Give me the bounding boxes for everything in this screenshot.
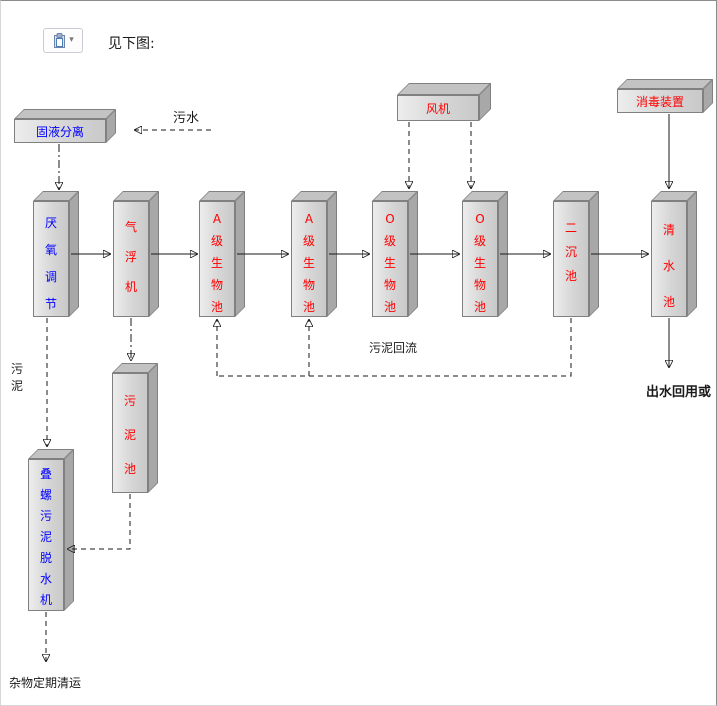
box-front-face: 风机 <box>397 95 479 121</box>
box-front-face: A级生物池 <box>199 201 235 317</box>
box-fan: 风机 <box>397 83 491 121</box>
process-box-air-flotation: 气浮机 <box>113 191 159 317</box>
box-front-face: O级生物池 <box>372 201 408 317</box>
box-label: 风机 <box>425 101 450 116</box>
box-label: 二沉池 <box>564 221 577 283</box>
process-box-a-bio-pool-1: A级生物池 <box>199 191 245 317</box>
process-box-anaerobic-regulation: 厌氧调节 <box>33 191 79 317</box>
chevron-down-icon[interactable]: ▾ <box>69 35 74 45</box>
process-box-o-bio-pool-2: O级生物池 <box>462 191 508 317</box>
box-label: A级生物池 <box>210 212 223 314</box>
process-box-a-bio-pool-2: A级生物池 <box>291 191 337 317</box>
box-front-face: 清水池 <box>651 201 687 317</box>
box-top-face <box>617 79 713 89</box>
process-box-o-bio-pool-1: O级生物池 <box>372 191 418 317</box>
box-label: 厌氧调节 <box>44 216 57 311</box>
arrow-sludge-tank-to-dewatering <box>68 494 131 549</box>
box-sludge-tank: 污泥池 <box>112 363 158 493</box>
box-front-face: 污泥池 <box>112 373 148 493</box>
clipboard-icon <box>52 32 67 49</box>
box-screw-sludge-dewatering: 叠螺污泥脱水机 <box>28 449 74 611</box>
box-side-face <box>148 363 158 493</box>
process-box-secondary-sedimentation: 二沉池 <box>553 191 599 317</box>
box-front-face: 气浮机 <box>113 201 149 317</box>
box-front-face: 二沉池 <box>553 201 589 317</box>
box-front-face: 厌氧调节 <box>33 201 69 317</box>
box-side-face <box>64 449 74 611</box>
box-label: A级生物池 <box>302 212 315 314</box>
box-side-face <box>589 191 599 317</box>
box-front-face: A级生物池 <box>291 201 327 317</box>
box-label: 气浮机 <box>124 220 137 294</box>
box-label: 叠螺污泥脱水机 <box>39 467 52 607</box>
box-disinfection-device: 消毒装置 <box>617 79 713 113</box>
box-front-face: O级生物池 <box>462 201 498 317</box>
process-box-clear-water: 清水池 <box>651 191 697 317</box>
box-label: O级生物池 <box>473 212 486 314</box>
box-label: 污泥池 <box>123 394 136 476</box>
box-side-face <box>687 191 697 317</box>
box-side-face <box>327 191 337 317</box>
sludge-label: 污泥 <box>11 362 24 393</box>
box-side-face <box>408 191 418 317</box>
box-side-face <box>149 191 159 317</box>
box-top-face <box>397 83 491 95</box>
box-side-face <box>69 191 79 317</box>
box-side-face <box>235 191 245 317</box>
influent-label: 污水 <box>173 111 200 126</box>
effluent-reuse-label: 出水回用或 <box>646 385 712 400</box>
box-top-face <box>14 109 116 119</box>
box-front-face: 消毒装置 <box>617 89 703 113</box>
box-label: O级生物池 <box>383 212 396 314</box>
debris-removal-label: 杂物定期清运 <box>9 676 82 690</box>
box-side-face <box>498 191 508 317</box>
sludge-return-label: 污泥回流 <box>369 341 418 355</box>
caption: 见下图: <box>108 36 155 52</box>
box-label: 消毒装置 <box>635 94 684 109</box>
box-label: 清水池 <box>662 223 675 309</box>
box-label: 固液分离 <box>35 124 84 139</box>
box-front-face: 叠螺污泥脱水机 <box>28 459 64 611</box>
box-solid-liquid-separator: 固液分离 <box>14 109 116 143</box>
box-front-face: 固液分离 <box>14 119 106 143</box>
paste-options-button[interactable]: ▾ <box>43 28 83 53</box>
